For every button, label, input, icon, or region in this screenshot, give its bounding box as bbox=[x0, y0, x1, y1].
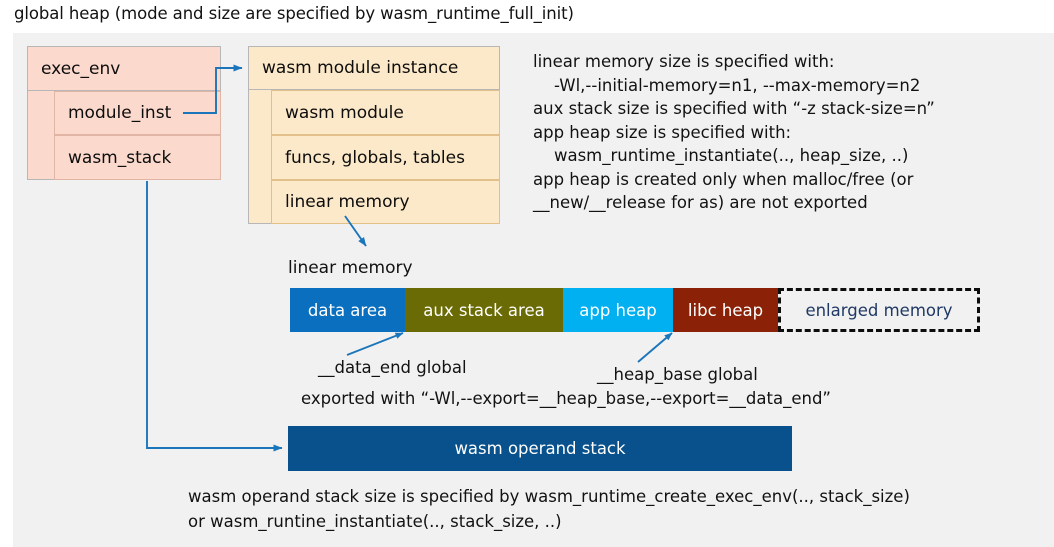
module-instance-field-wasm-module: wasm module bbox=[271, 90, 500, 135]
memory-segment-data-area-label: data area bbox=[307, 300, 388, 320]
operand-stack-notes: wasm operand stack size is specified by … bbox=[188, 487, 910, 531]
exec-env-header-label: exec_env bbox=[41, 58, 121, 79]
memory-segment-enlarged-memory-label: enlarged memory bbox=[805, 300, 953, 320]
memory-segment-data-area: data area bbox=[290, 288, 405, 332]
memory-segment-libc-heap-label: libc heap bbox=[687, 300, 764, 320]
memory-segment-app-heap-label: app heap bbox=[579, 300, 657, 320]
linear-memory-bar: data area aux stack area app heap libc h… bbox=[290, 288, 980, 332]
exec-env-header: exec_env bbox=[27, 46, 221, 91]
module-instance-field-wasm-module-label: wasm module bbox=[285, 102, 404, 123]
module-instance-field-linear-memory-label: linear memory bbox=[285, 192, 410, 212]
exec-env-field-wasm-stack-label: wasm_stack bbox=[68, 147, 172, 168]
memory-segment-aux-stack-area-label: aux stack area bbox=[423, 300, 545, 320]
memory-segment-aux-stack-area: aux stack area bbox=[405, 288, 563, 332]
module-instance-field-funcs-globals-tables: funcs, globals, tables bbox=[271, 135, 500, 180]
annotation-exported-with: exported with “-Wl,--export=__heap_base,… bbox=[301, 389, 831, 408]
wasm-operand-stack-label: wasm operand stack bbox=[454, 439, 626, 458]
exec-env-field-wasm-stack: wasm_stack bbox=[54, 135, 221, 180]
annotation-data-end: __data_end global bbox=[318, 358, 467, 377]
module-instance-field-funcs-globals-tables-label: funcs, globals, tables bbox=[285, 147, 465, 168]
memory-segment-libc-heap: libc heap bbox=[673, 288, 778, 332]
exec-env-field-module-inst: module_inst bbox=[54, 91, 221, 135]
wasm-operand-stack-box: wasm operand stack bbox=[288, 426, 792, 471]
linear-memory-caption: linear memory bbox=[288, 258, 413, 278]
module-instance-header-label: wasm module instance bbox=[262, 58, 459, 78]
exec-env-field-module-inst-label: module_inst bbox=[68, 103, 172, 123]
module-instance-header: wasm module instance bbox=[248, 46, 500, 90]
module-instance-field-linear-memory: linear memory bbox=[271, 180, 500, 224]
memory-segment-enlarged-memory: enlarged memory bbox=[778, 288, 980, 332]
annotation-heap-base: __heap_base global bbox=[597, 365, 758, 384]
memory-segment-app-heap: app heap bbox=[563, 288, 673, 332]
page-title: global heap (mode and size are specified… bbox=[14, 4, 574, 23]
linear-memory-notes: linear memory size is specified with: -W… bbox=[533, 52, 935, 212]
